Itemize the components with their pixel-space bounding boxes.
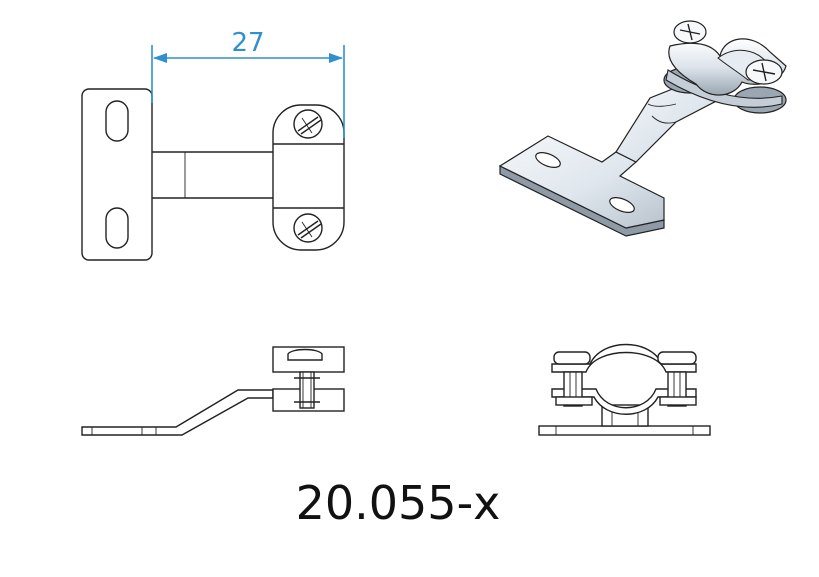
front-nut-right: [659, 396, 697, 406]
isometric-view: [498, 20, 787, 237]
iso-slot-1: [535, 152, 561, 168]
offset-arm: [152, 151, 273, 199]
screw-head-lower: [293, 213, 323, 243]
iso-screw-1: [673, 20, 707, 44]
side-view: [81, 346, 345, 436]
clamp-body: [272, 104, 345, 251]
dimension-label: 27: [231, 28, 264, 58]
iso-slot-2: [609, 197, 635, 213]
iso-screw-2: [745, 59, 783, 85]
front-base-plate: [538, 425, 711, 436]
front-view: [538, 343, 711, 436]
side-screw-shank: [299, 371, 315, 409]
screw-head-upper: [293, 109, 323, 139]
part-number: 20.055-x: [295, 476, 501, 530]
front-clamp-strap: [551, 343, 697, 373]
side-base-plate: [81, 389, 274, 436]
slot-hole-upper: [105, 100, 129, 142]
top-view: 27: [81, 28, 345, 261]
front-screw-head-right: [657, 351, 697, 365]
front-screw-head-left: [553, 351, 591, 365]
front-nut-left: [555, 396, 593, 406]
dimension-27: 27: [151, 28, 345, 138]
mounting-plate: [81, 88, 153, 261]
side-screw-head: [287, 348, 323, 361]
slot-hole-lower: [105, 207, 129, 249]
